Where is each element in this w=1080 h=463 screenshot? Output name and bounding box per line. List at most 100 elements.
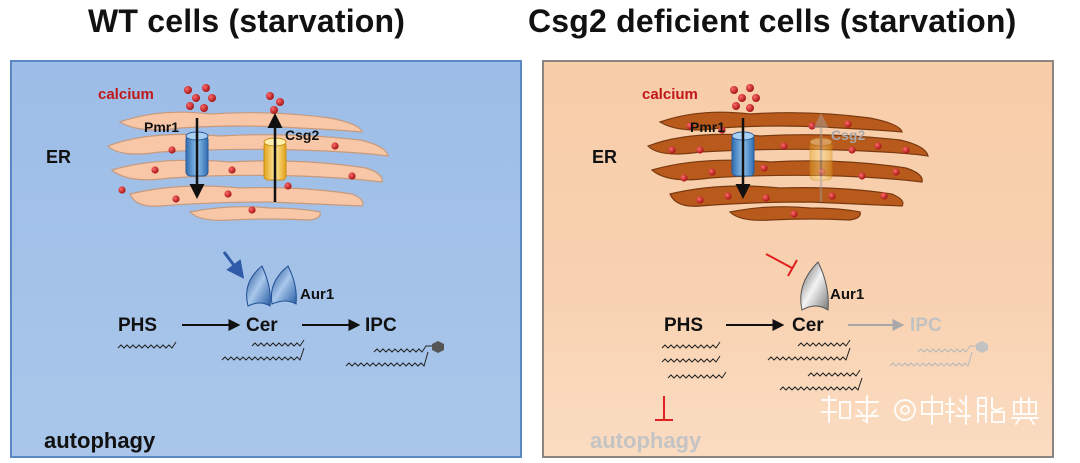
er-calcium-ion [680,174,688,182]
watermark-glyph [921,395,943,425]
er-calcium-ion [828,192,836,200]
watermark-glyph [945,395,971,425]
ipc-chain-1 [373,345,434,353]
ipc-head-group-faded [976,341,988,353]
wt-cer-label: Cer [246,315,278,336]
mutant-title: Csg2 deficient cells (starvation) [528,3,1017,39]
cer-chain-2 [221,347,305,361]
er-calcium-ion [762,194,770,202]
watermark-glyph [821,395,851,423]
aur1-subunit-right [270,265,297,305]
mutant-csg2-channel-faded [809,113,833,202]
cer-chain-2 [767,347,851,361]
mutant-aur1-label: Aur1 [830,286,864,303]
er-calcium-ion [686,122,694,130]
mutant-aur1-enzyme [800,261,829,311]
mutant-pmr1-label: Pmr1 [690,119,725,135]
wt-pmr1-label: Pmr1 [144,119,179,135]
er-calcium-ion [874,142,882,150]
wt-calcium-label: calcium [98,86,154,103]
calcium-ion [732,102,740,110]
inhibition-bar [787,259,798,277]
er-calcium-ion [892,168,900,176]
wt-aur1-enzyme [246,265,297,307]
cer-chain-4 [779,377,863,391]
er-calcium-ion [718,126,726,134]
ipc-chain-2 [345,351,429,367]
watermark-at [900,405,910,415]
er-calcium-ion [118,186,126,194]
mutant-lipid-chains [661,339,863,391]
ipc-head-group [432,341,444,353]
er-calcium-ion [172,195,180,203]
wt-pmr1-channel [185,118,209,199]
er-cisterna-4 [129,185,364,207]
calcium-ion [192,94,200,102]
er-calcium-ion [790,210,798,218]
calcium-ion [202,84,210,92]
mutant-calcium-cluster [730,84,760,112]
watermark-glyph [977,397,1005,423]
er-cisterna-1 [118,111,363,133]
ipc-chain-1 [917,345,978,353]
er-calcium-ion [708,168,716,176]
wt-calcium-cluster-right [266,92,284,114]
wt-csg2-channel [263,113,287,202]
er-cisterna-2 [646,133,929,157]
mutant-ipc-label: IPC [910,315,942,336]
wt-autophagy-label: autophagy [44,428,156,453]
er-calcium-ion [760,164,768,172]
phs-chain-3 [667,371,727,379]
mutant-autophagy-inhibition [655,396,673,421]
mutant-autophagy-label: autophagy [590,428,702,453]
wt-lipid-chains [117,339,434,367]
calcium-ion [200,104,208,112]
watermark-glyph [855,395,879,424]
mutant-ipc-chains-faded [889,345,978,367]
er-calcium-ion [780,142,788,150]
mutant-er-label: ER [592,147,617,167]
er-calcium-ion [880,192,888,200]
calcium-ion [266,92,274,100]
inhibition-stem [765,253,793,269]
mutant-er [646,111,929,221]
wt-title: WT cells (starvation) [88,3,406,39]
calcium-ion [186,102,194,110]
calcium-ion [730,86,738,94]
er-calcium-ion [668,146,676,154]
cer-chain-1 [797,339,851,347]
wt-ipc-label: IPC [365,315,397,336]
er-cisterna-2 [106,133,389,157]
watermark-glyph [1011,397,1039,425]
wt-aur1-label: Aur1 [300,286,334,303]
mutant-csg2-label: Csg2 [831,127,865,143]
er-calcium-ion [858,172,866,180]
cer-chain-1 [251,339,305,347]
er-cisterna-3 [110,159,383,183]
calcium-ion [276,98,284,106]
calcium-ion [184,86,192,94]
mutant-calcium-label: calcium [642,86,698,103]
er-calcium-ion [724,192,732,200]
er-calcium-ion [224,190,232,198]
wt-er [106,111,389,221]
csg2-top [809,137,833,147]
er-calcium-ion [331,142,339,150]
er-calcium-ion [844,120,852,128]
mutant-pmr1-channel [731,118,755,199]
er-cisterna-4 [669,185,904,207]
er-calcium-ion [228,166,236,174]
mutant-cer-label: Cer [792,315,824,336]
wt-phs-label: PHS [118,315,157,336]
calcium-ion [746,104,754,112]
watermark-logo [821,395,1039,425]
wt-csg2-label: Csg2 [285,127,319,143]
er-cisterna-3 [650,159,923,183]
er-cisterna-5 [188,206,321,221]
cer-chain-3 [807,369,861,377]
er-calcium-ion [284,182,292,190]
phs-chain-2 [661,355,721,363]
er-calcium-ion [902,146,910,154]
er-calcium-ion [348,172,356,180]
